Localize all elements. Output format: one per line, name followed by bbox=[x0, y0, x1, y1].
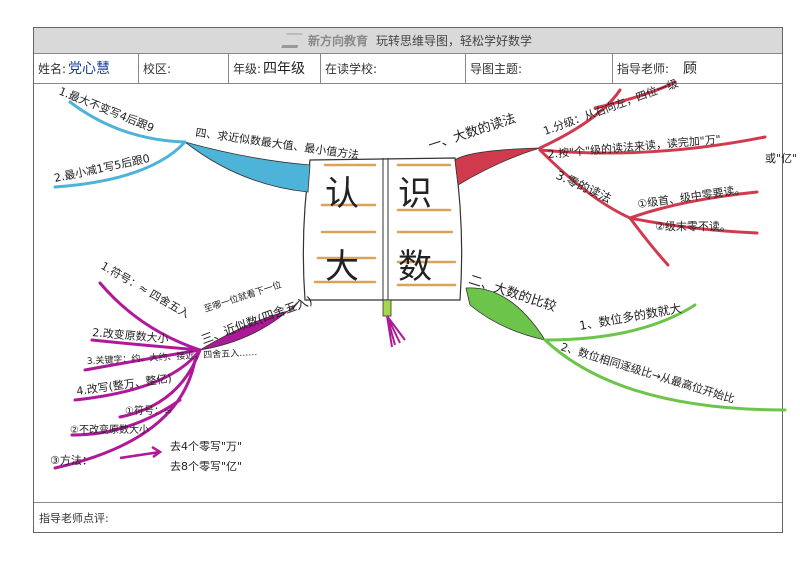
branch-compare: 二、大数的比较 1、数位多的数就大 2、数位相同逐级比→从最高位开始比 bbox=[465, 272, 787, 412]
branch-item: 3.关键字：约、大约、接近、四舍五入…… bbox=[87, 346, 258, 367]
bookmark bbox=[382, 299, 392, 317]
campus-label: 校区: bbox=[143, 61, 172, 76]
teacher-value: 顾 bbox=[683, 61, 698, 77]
branch-item: 1.符号：≈ 四舍五入 bbox=[99, 258, 193, 320]
grade-value: 四年级 bbox=[263, 61, 306, 77]
branch-item: 去8个零写"亿" bbox=[170, 460, 242, 473]
branch-item: 2.改变原数大小 bbox=[92, 325, 169, 346]
teacher-label: 指导老师: bbox=[617, 61, 670, 76]
book-char: 识 bbox=[398, 174, 432, 214]
branch-item: 2.按"个"级的读法来读，读完加"万" bbox=[547, 132, 721, 161]
branch-reading: 一、大数的读法 1.分级：从右向左，四位一级 2.按"个"级的读法来读，读完加"… bbox=[426, 76, 797, 267]
branch-item: 去4个零写"万" bbox=[170, 440, 242, 453]
center-book: 认 大 识 数 bbox=[302, 157, 463, 348]
book-char: 认 bbox=[325, 174, 359, 214]
grade-label: 年级: bbox=[233, 61, 262, 76]
branch-item: 1.最大不变写4后跟9 bbox=[57, 84, 156, 135]
book-char: 数 bbox=[398, 247, 432, 287]
title-bar: 新方向教育 玩转思维导图，轻松学好数学 bbox=[34, 28, 782, 54]
school-label: 在读学校: bbox=[325, 61, 378, 76]
slogan: 玩转思维导图，轻松学好数学 bbox=[376, 34, 533, 48]
branch-item: 4.改写(整万、整亿) bbox=[75, 371, 172, 398]
book-char: 大 bbox=[325, 247, 359, 287]
branch-title: 一、大数的读法 bbox=[426, 110, 518, 153]
branch-item: 或"亿" bbox=[765, 152, 797, 165]
arrow-icon bbox=[119, 445, 163, 460]
topic-label: 导图主题: bbox=[470, 61, 523, 76]
comment-label: 指导老师点评: bbox=[39, 511, 109, 525]
branch-item: 2、数位相同逐级比→从最高位开始比 bbox=[559, 339, 736, 405]
branch-item: 1.分级：从右向左，四位一级 bbox=[541, 76, 680, 138]
branch-approx: 三、近似数(四舍五入) 至哪一位就看下一位 1.符号：≈ 四舍五入 2.改变原数… bbox=[50, 258, 314, 473]
campus-cell: 校区: bbox=[139, 53, 229, 83]
name-cell: 姓名:党心慧 bbox=[34, 53, 139, 83]
branch-item: 3.零的读法 bbox=[554, 167, 614, 206]
grade-cell: 年级:四年级 bbox=[229, 53, 321, 83]
branch-item: ①级首、级中零要读。 bbox=[636, 182, 746, 211]
tassel-icon bbox=[386, 315, 406, 348]
teacher-cell: 指导老师: 顾 bbox=[613, 53, 782, 83]
name-label: 姓名: bbox=[38, 61, 67, 76]
branch-item: ②不改变原数大小 bbox=[70, 423, 149, 436]
name-value: 党心慧 bbox=[68, 61, 111, 77]
school-cell: 在读学校: bbox=[321, 53, 466, 83]
branch-item: ②级末零不读。 bbox=[655, 219, 731, 233]
worksheet: 新方向教育 玩转思维导图，轻松学好数学 姓名:党心慧 校区: 年级:四年级 在读… bbox=[33, 27, 783, 533]
branch-item: 1、数位多的数就大 bbox=[578, 300, 683, 333]
topic-cell: 导图主题: bbox=[466, 53, 613, 83]
branch-item: ③方法： bbox=[50, 453, 93, 467]
brand-name: 新方向教育 bbox=[307, 34, 368, 48]
comment-row: 指导老师点评: bbox=[34, 502, 782, 532]
branch-item: ①符号：= bbox=[125, 404, 172, 417]
info-row: 姓名:党心慧 校区: 年级:四年级 在读学校: 导图主题: 指导老师: 顾 bbox=[34, 53, 782, 84]
